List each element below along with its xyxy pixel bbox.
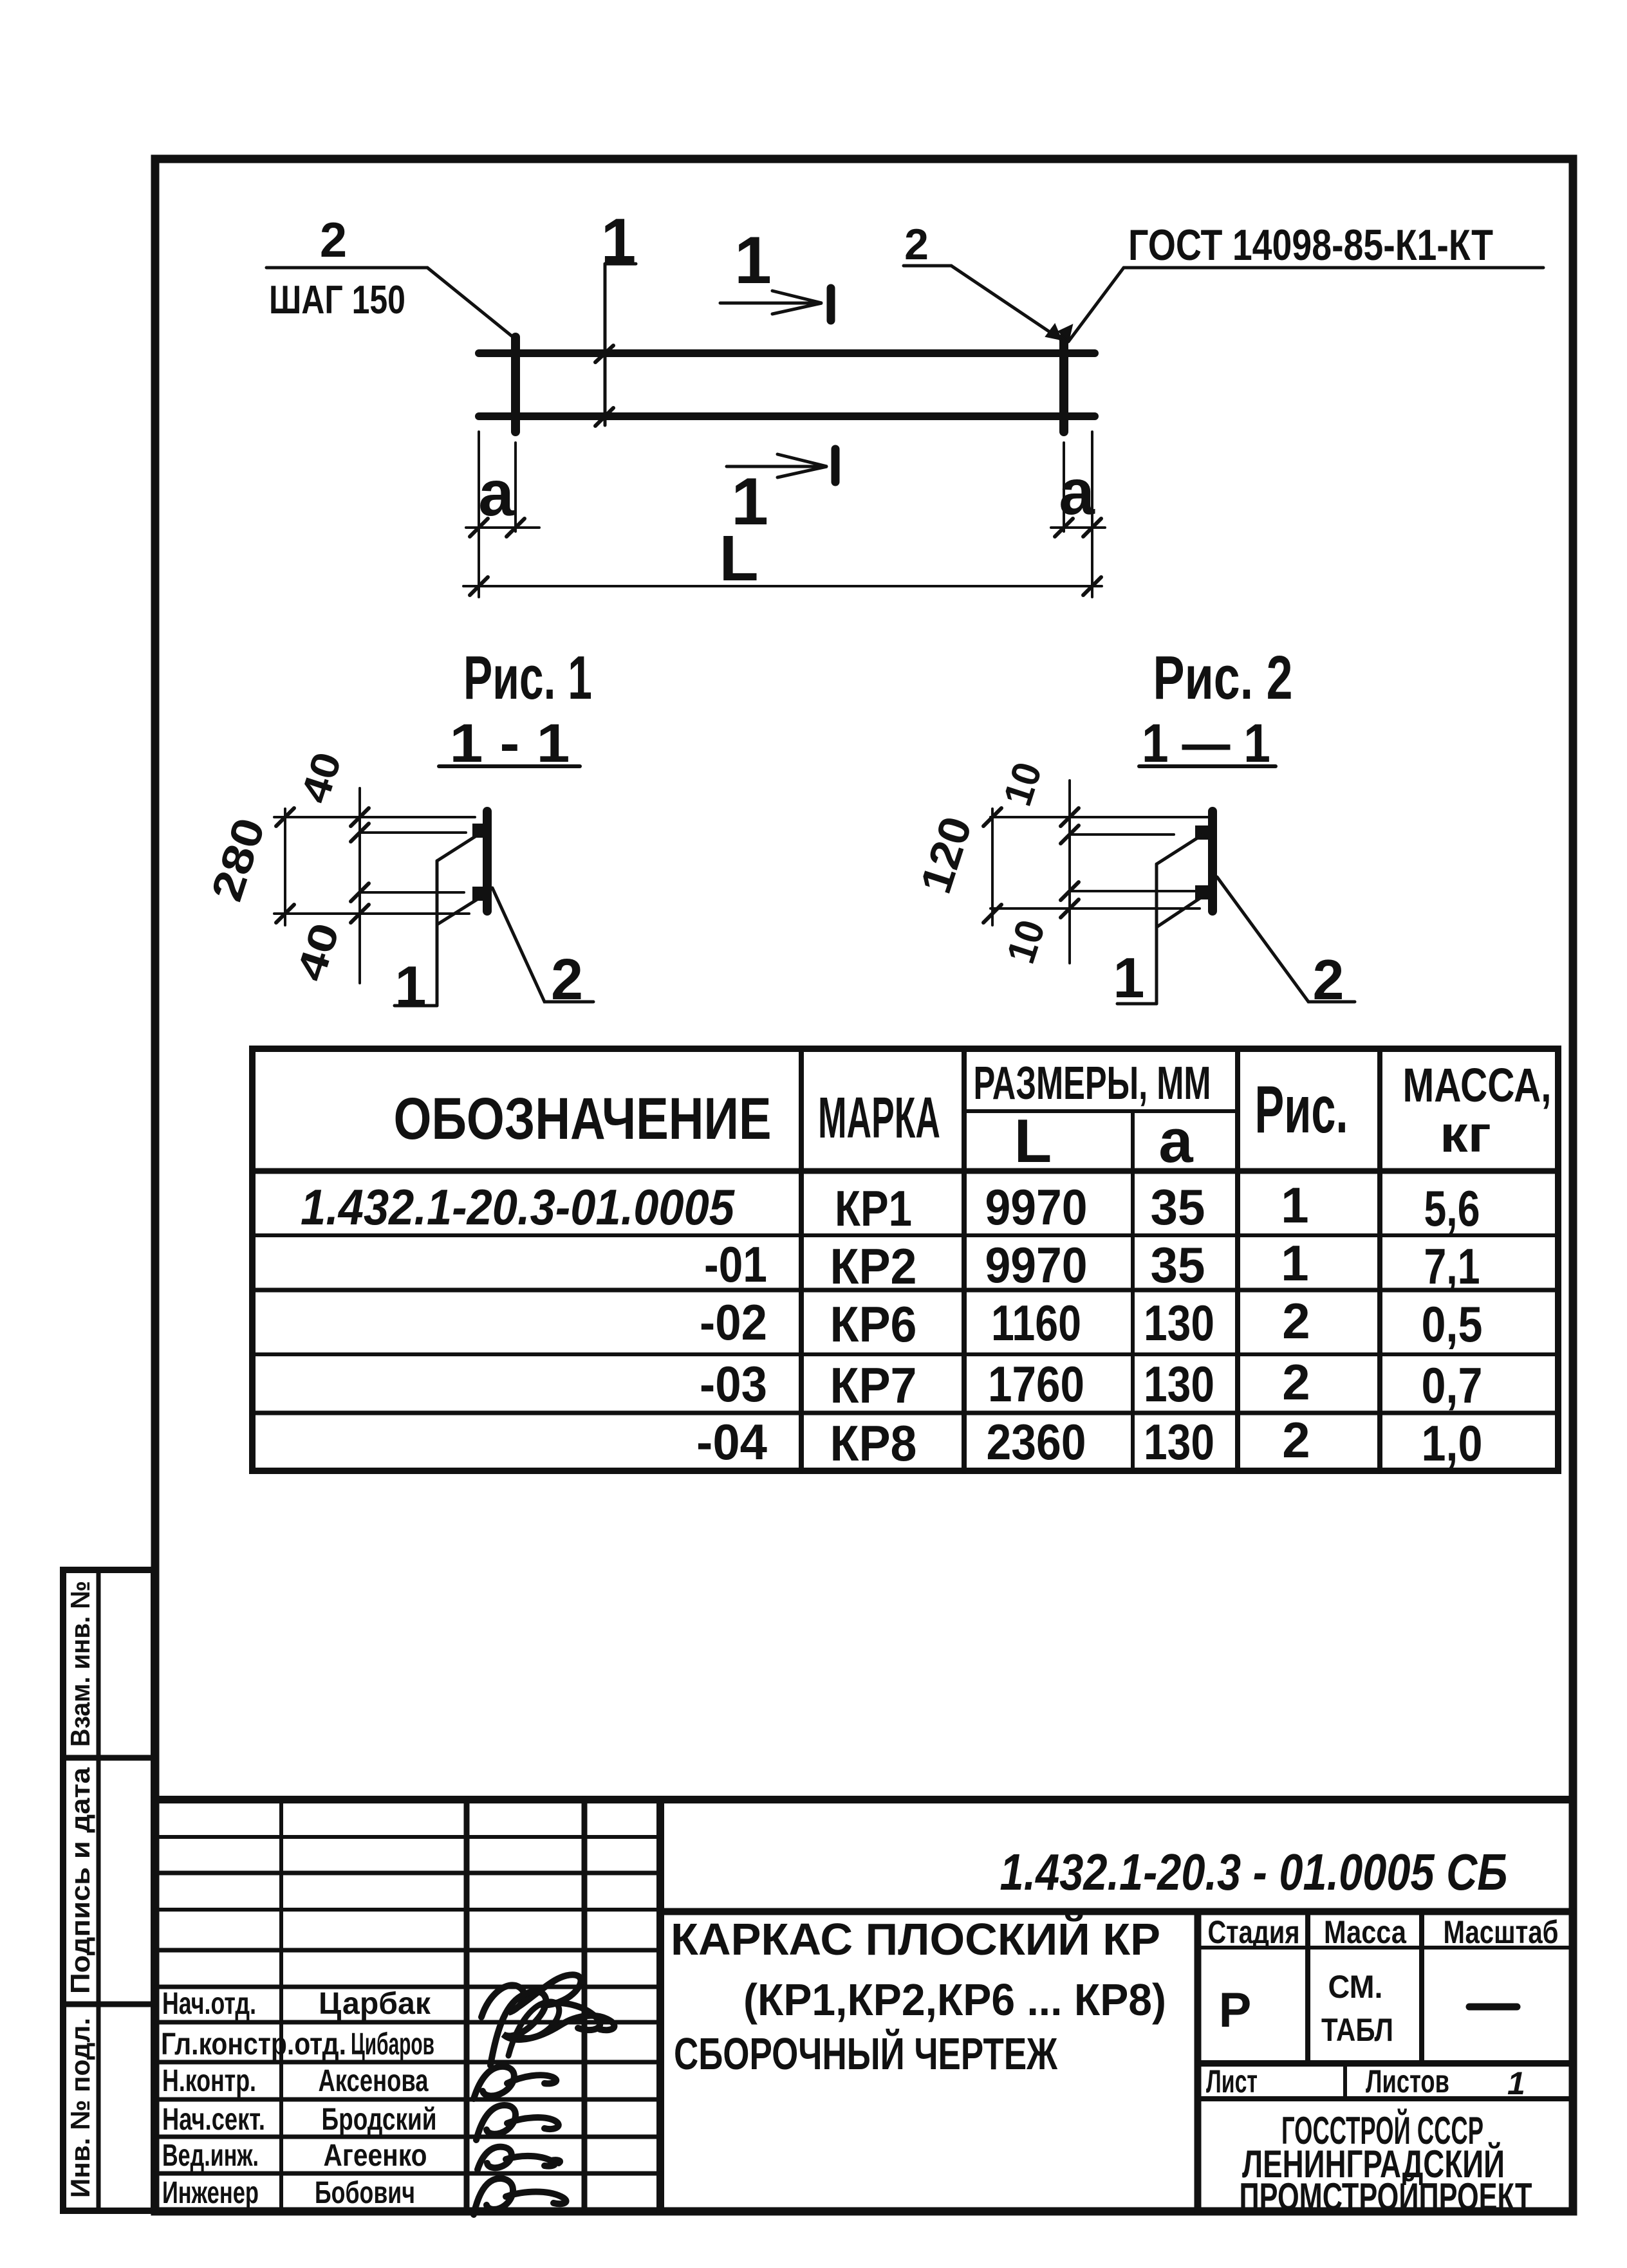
- svg-text:a: a: [1158, 1107, 1193, 1175]
- svg-text:2: 2: [320, 213, 347, 268]
- svg-text:(КР1,КР2,КР6 ... КР8): (КР1,КР2,КР6 ... КР8): [743, 1975, 1166, 2025]
- svg-text:КР2: КР2: [830, 1238, 917, 1295]
- svg-text:КР1: КР1: [835, 1180, 912, 1237]
- svg-text:Нач.сект.: Нач.сект.: [162, 2103, 265, 2137]
- svg-text:ГОСТ 14098-85-К1-КТ: ГОСТ 14098-85-К1-КТ: [1128, 221, 1493, 270]
- svg-text:ГОССТРОЙ СССР: ГОССТРОЙ СССР: [1281, 2109, 1483, 2152]
- svg-text:Рис. 2: Рис. 2: [1153, 643, 1293, 712]
- svg-text:10: 10: [998, 915, 1054, 969]
- svg-text:1: 1: [731, 465, 768, 539]
- svg-text:2: 2: [1313, 948, 1344, 1011]
- svg-text:Инв. № подл.: Инв. № подл.: [65, 2018, 95, 2198]
- svg-text:Бобович: Бобович: [315, 2176, 415, 2210]
- svg-text:Масса: Масса: [1324, 1914, 1407, 1950]
- svg-text:Рис. 1: Рис. 1: [463, 643, 592, 712]
- svg-text:1: 1: [601, 205, 637, 276]
- svg-text:Царбак: Царбак: [319, 1987, 431, 2021]
- svg-text:Н.контр.: Н.контр.: [162, 2064, 256, 2098]
- svg-text:Р: Р: [1219, 1983, 1252, 2038]
- svg-text:Листов: Листов: [1366, 2063, 1449, 2099]
- svg-text:1.432.1-20.3 - 01.0005 СБ: 1.432.1-20.3 - 01.0005 СБ: [1000, 1843, 1508, 1901]
- svg-text:ОБОЗНАЧЕНИЕ: ОБОЗНАЧЕНИЕ: [394, 1086, 772, 1152]
- svg-text:9970: 9970: [985, 1237, 1088, 1293]
- svg-text:Рис.: Рис.: [1255, 1073, 1348, 1147]
- svg-text:40: 40: [293, 747, 351, 809]
- svg-text:1: 1: [734, 223, 772, 298]
- svg-text:L: L: [719, 522, 758, 595]
- svg-text:1: 1: [1113, 946, 1145, 1010]
- svg-text:СБОРОЧНЫЙ ЧЕРТЕЖ: СБОРОЧНЫЙ ЧЕРТЕЖ: [674, 2028, 1058, 2079]
- svg-text:35: 35: [1151, 1237, 1205, 1293]
- svg-text:МАРКА: МАРКА: [818, 1086, 940, 1150]
- svg-text:a: a: [478, 457, 515, 530]
- svg-text:130: 130: [1144, 1295, 1214, 1351]
- svg-text:КР6: КР6: [830, 1296, 917, 1352]
- svg-text:7,1: 7,1: [1424, 1238, 1480, 1295]
- svg-text:9970: 9970: [985, 1179, 1088, 1235]
- svg-text:1: 1: [1281, 1235, 1308, 1291]
- svg-text:-04: -04: [696, 1414, 767, 1470]
- svg-text:10: 10: [995, 757, 1050, 811]
- svg-text:0,7: 0,7: [1422, 1357, 1483, 1414]
- svg-text:40: 40: [288, 917, 348, 986]
- svg-text:-01: -01: [704, 1236, 767, 1293]
- svg-text:Взам. инв. №: Взам. инв. №: [65, 1581, 95, 1747]
- svg-text:КР8: КР8: [830, 1415, 917, 1471]
- svg-text:5,6: 5,6: [1424, 1180, 1480, 1237]
- svg-text:1: 1: [1507, 2065, 1525, 2101]
- svg-text:Стадия: Стадия: [1208, 1914, 1300, 1950]
- svg-text:2: 2: [904, 220, 929, 269]
- svg-text:1: 1: [1281, 1177, 1308, 1233]
- svg-text:130: 130: [1144, 1356, 1214, 1412]
- svg-text:280: 280: [202, 812, 274, 907]
- svg-text:Нач.отд.: Нач.отд.: [162, 1987, 256, 2021]
- svg-text:Гл.констр.отд.: Гл.констр.отд.: [161, 2027, 346, 2061]
- svg-text:ЛЕНИНГРАДСКИЙ: ЛЕНИНГРАДСКИЙ: [1242, 2143, 1505, 2186]
- svg-text:130: 130: [1144, 1414, 1214, 1470]
- svg-text:120: 120: [911, 811, 981, 899]
- svg-text:Подпись и дата: Подпись и дата: [65, 1767, 95, 1994]
- svg-text:2360: 2360: [987, 1414, 1086, 1470]
- svg-text:2: 2: [1282, 1412, 1310, 1468]
- svg-text:МАССА,: МАССА,: [1403, 1058, 1552, 1112]
- svg-text:Цибаров: Цибаров: [351, 2027, 434, 2061]
- svg-text:0,5: 0,5: [1422, 1296, 1483, 1352]
- svg-text:a: a: [1059, 456, 1095, 528]
- svg-text:1760: 1760: [988, 1356, 1084, 1412]
- svg-text:Агеенко: Агеенко: [324, 2139, 427, 2173]
- svg-text:ПРОМСТРОЙПРОЕКТ: ПРОМСТРОЙПРОЕКТ: [1240, 2175, 1532, 2218]
- svg-text:1,0: 1,0: [1422, 1415, 1483, 1471]
- svg-text:-02: -02: [700, 1294, 767, 1351]
- svg-text:2: 2: [551, 948, 583, 1012]
- svg-text:2: 2: [1282, 1354, 1310, 1410]
- svg-text:Лист: Лист: [1206, 2063, 1258, 2099]
- svg-text:1 — 1: 1 — 1: [1142, 713, 1270, 773]
- svg-text:кг: кг: [1440, 1105, 1491, 1163]
- svg-text:ТАБЛ: ТАБЛ: [1321, 2012, 1393, 2048]
- svg-text:35: 35: [1151, 1179, 1205, 1235]
- svg-text:1: 1: [395, 954, 427, 1018]
- svg-text:Бродский: Бродский: [322, 2103, 437, 2137]
- svg-text:1.432.1-20.3-01.0005: 1.432.1-20.3-01.0005: [301, 1179, 735, 1235]
- svg-text:КАРКАС ПЛОСКИЙ КР: КАРКАС ПЛОСКИЙ КР: [671, 1913, 1160, 1964]
- svg-text:Аксенова: Аксенова: [319, 2064, 429, 2098]
- svg-text:СМ.: СМ.: [1328, 1969, 1383, 2005]
- svg-text:РАЗМЕРЫ, ММ: РАЗМЕРЫ, ММ: [974, 1058, 1211, 1109]
- svg-text:L: L: [1014, 1107, 1052, 1175]
- svg-text:Инженер: Инженер: [162, 2176, 259, 2210]
- svg-text:1160: 1160: [991, 1295, 1081, 1351]
- svg-text:Вед.инж.: Вед.инж.: [162, 2139, 259, 2173]
- svg-text:Масштаб: Масштаб: [1444, 1914, 1559, 1950]
- svg-text:КР7: КР7: [830, 1357, 917, 1414]
- svg-text:2: 2: [1282, 1293, 1310, 1349]
- svg-text:ШАГ 150: ШАГ 150: [269, 278, 405, 322]
- svg-text:1 - 1: 1 - 1: [450, 713, 570, 773]
- svg-text:-03: -03: [700, 1356, 767, 1412]
